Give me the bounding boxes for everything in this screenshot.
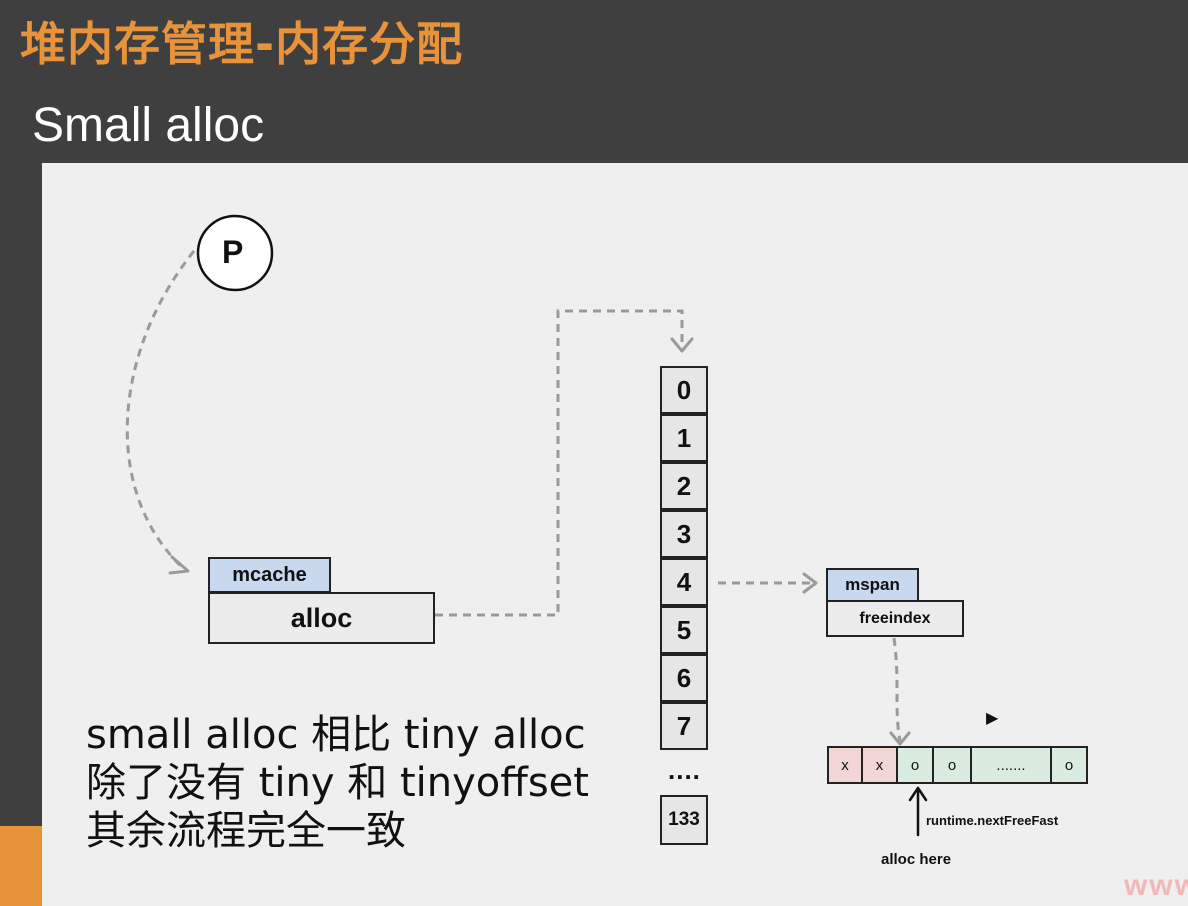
size-class-ellipsis: .... — [668, 755, 701, 785]
size-class-6: 6 — [660, 654, 708, 702]
alloc-pointer-arrowhead — [908, 786, 928, 802]
explanation-note: small alloc 相比 tiny alloc 除了没有 tiny 和 ti… — [86, 711, 589, 855]
size-class-1: 1 — [660, 414, 708, 462]
note-line-2: 除了没有 tiny 和 tinyoffset — [86, 760, 589, 806]
note-line-3: 其余流程完全一致 — [86, 808, 406, 854]
slot-free-1: o — [896, 746, 934, 784]
slot-free-last: o — [1050, 746, 1088, 784]
class4-to-mspan-arrowhead — [802, 572, 818, 594]
p-node-label: P — [222, 234, 244, 270]
mspan-to-slots-arrowhead — [889, 731, 911, 746]
diagram-canvas: P mcache alloc 0 1 2 3 4 5 6 7 .... 133 … — [42, 163, 1188, 906]
alloc-to-classes-arrowhead — [670, 337, 694, 353]
size-class-7: 7 — [660, 702, 708, 750]
mcache-alloc-field: alloc — [208, 592, 435, 644]
slot-used-1: x — [827, 746, 863, 784]
slot-free-2: o — [932, 746, 972, 784]
size-class-5: 5 — [660, 606, 708, 654]
note-line-1: small alloc 相比 tiny alloc — [86, 712, 586, 758]
watermark: www. — [1124, 869, 1188, 902]
mspan-freeindex-field: freeindex — [826, 600, 964, 637]
accent-strip — [0, 826, 42, 906]
p-node-circle — [196, 214, 274, 292]
size-class-4: 4 — [660, 558, 708, 606]
slot-used-2: x — [861, 746, 898, 784]
connector-arrows — [125, 214, 928, 837]
size-class-2: 2 — [660, 462, 708, 510]
mcache-tag: mcache — [208, 557, 331, 593]
size-class-0: 0 — [660, 366, 708, 414]
mouse-cursor-icon: ▶ — [986, 710, 999, 727]
size-class-last: 133 — [660, 795, 708, 845]
next-free-fast-label: runtime.nextFreeFast — [926, 813, 1059, 828]
p-to-mcache-arrowhead — [168, 555, 190, 575]
alloc-here-label: alloc here — [881, 851, 952, 868]
mspan-tag: mspan — [826, 568, 919, 602]
size-class-3: 3 — [660, 510, 708, 558]
p-to-mcache-arrow — [125, 250, 196, 571]
slide-title: 堆内存管理-内存分配 — [20, 17, 464, 71]
slide-subtitle: Small alloc — [32, 99, 265, 152]
mspan-to-slots-arrow — [892, 637, 902, 742]
slot-free-ellipsis: ....... — [970, 746, 1052, 784]
alloc-to-classes-arrow — [435, 309, 684, 617]
